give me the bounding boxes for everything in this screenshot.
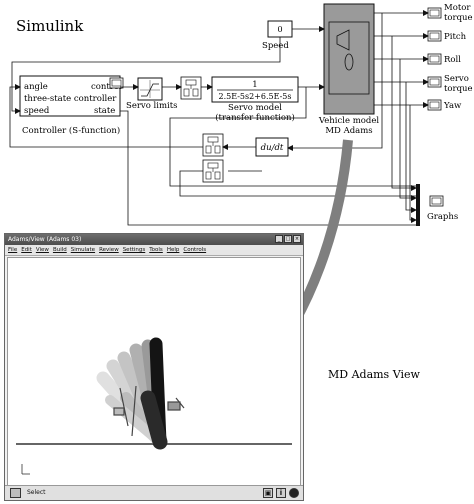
menu-edit[interactable]: Edit: [21, 247, 32, 253]
scope-label-pitch: Pitch: [444, 32, 467, 42]
close-icon[interactable]: ×: [293, 235, 301, 243]
switch-block-lower[interactable]: [202, 159, 224, 183]
scope-label-servo: Servo: [444, 74, 469, 84]
scope-label-motor: Motor: [444, 3, 471, 13]
menu-review[interactable]: Review: [99, 247, 119, 253]
info-icon[interactable]: i: [276, 488, 286, 498]
menu-simulate[interactable]: Simulate: [70, 247, 96, 253]
controller-input-angle: angle: [24, 82, 48, 92]
adams-scene: [16, 337, 292, 475]
menu-controls[interactable]: Controls: [183, 247, 207, 253]
adams-3d-viewport[interactable]: [7, 257, 301, 486]
stop-icon[interactable]: [289, 488, 299, 498]
scope-roll[interactable]: [427, 53, 442, 65]
scope-graphs[interactable]: [429, 195, 444, 207]
vehicle-wheel-detail: [113, 385, 185, 437]
switch-block-middle[interactable]: [202, 133, 224, 157]
controller-output-control: control: [91, 82, 122, 92]
vehicle-model-caption-1: Vehicle model: [318, 116, 379, 126]
minimize-icon[interactable]: _: [275, 235, 283, 243]
servo-model-caption-1: Servo model: [228, 103, 282, 113]
controller-output-state: state: [94, 106, 115, 116]
menu-tools[interactable]: Tools: [149, 247, 163, 253]
vehicle-model-block[interactable]: [323, 3, 375, 115]
scope-label-yaw: Yaw: [443, 101, 462, 111]
menu-settings[interactable]: Settings: [122, 247, 146, 253]
scope-servo-torque[interactable]: [427, 76, 442, 88]
menu-build[interactable]: Build: [52, 247, 67, 253]
scope-motor-torque[interactable]: [427, 7, 442, 19]
adams-view-window[interactable]: Adams/View (Adams 03) _ □ × File Edit Vi…: [4, 233, 304, 501]
controller-input-mode: three-state controller: [24, 94, 117, 104]
servo-model-caption-2: (transfer function): [215, 112, 295, 123]
scope-yaw[interactable]: [427, 99, 442, 111]
controller-caption: Controller (S-function): [22, 125, 120, 136]
status-text: Select: [27, 489, 46, 496]
controller-input-speed: speed: [24, 106, 50, 116]
graphs-label: Graphs: [427, 212, 458, 222]
menu-help[interactable]: Help: [166, 247, 180, 253]
controller-block[interactable]: [19, 75, 121, 117]
controller-scope-icon: [109, 77, 124, 89]
signal-wires: [9, 10, 429, 226]
menu-file[interactable]: File: [8, 247, 18, 253]
scope-label-torque: torque: [444, 13, 473, 23]
axis-triad-icon: [21, 464, 30, 475]
speed-value: 0: [277, 25, 282, 34]
adams-statusbar: Select ▣ i: [5, 485, 303, 500]
adams-menubar: File Edit View Build Simulate Review Set…: [5, 245, 303, 256]
adams-plant-icon: [336, 29, 350, 51]
status-select-icon[interactable]: [10, 488, 21, 498]
status-toolbox-icon[interactable]: ▣: [263, 488, 273, 498]
vehicle-model-caption-2: MD Adams: [325, 126, 372, 136]
derivative-label: du/dt: [261, 143, 284, 153]
maximize-icon[interactable]: □: [284, 235, 292, 243]
adams-window-title: Adams/View (Adams 03): [8, 236, 82, 243]
scope-pitch[interactable]: [427, 30, 442, 42]
servo-model-numerator: 1: [252, 80, 257, 90]
servo-limits-label: Servo limits: [126, 101, 178, 111]
switch-block-top[interactable]: [180, 76, 202, 100]
adams-view-label: MD Adams View: [328, 368, 420, 381]
adams-titlebar: Adams/View (Adams 03) _ □ ×: [5, 234, 303, 245]
scope-label-roll: Roll: [444, 55, 461, 65]
speed-label: Speed: [262, 41, 289, 51]
scope-label-servo-torque: torque: [444, 84, 473, 94]
menu-view[interactable]: View: [35, 247, 49, 253]
simulink-title: Simulink: [16, 17, 84, 35]
servo-model-denominator: 2.5E-5s2+6.5E-5s: [218, 92, 291, 101]
graphs-mux: [416, 184, 420, 226]
